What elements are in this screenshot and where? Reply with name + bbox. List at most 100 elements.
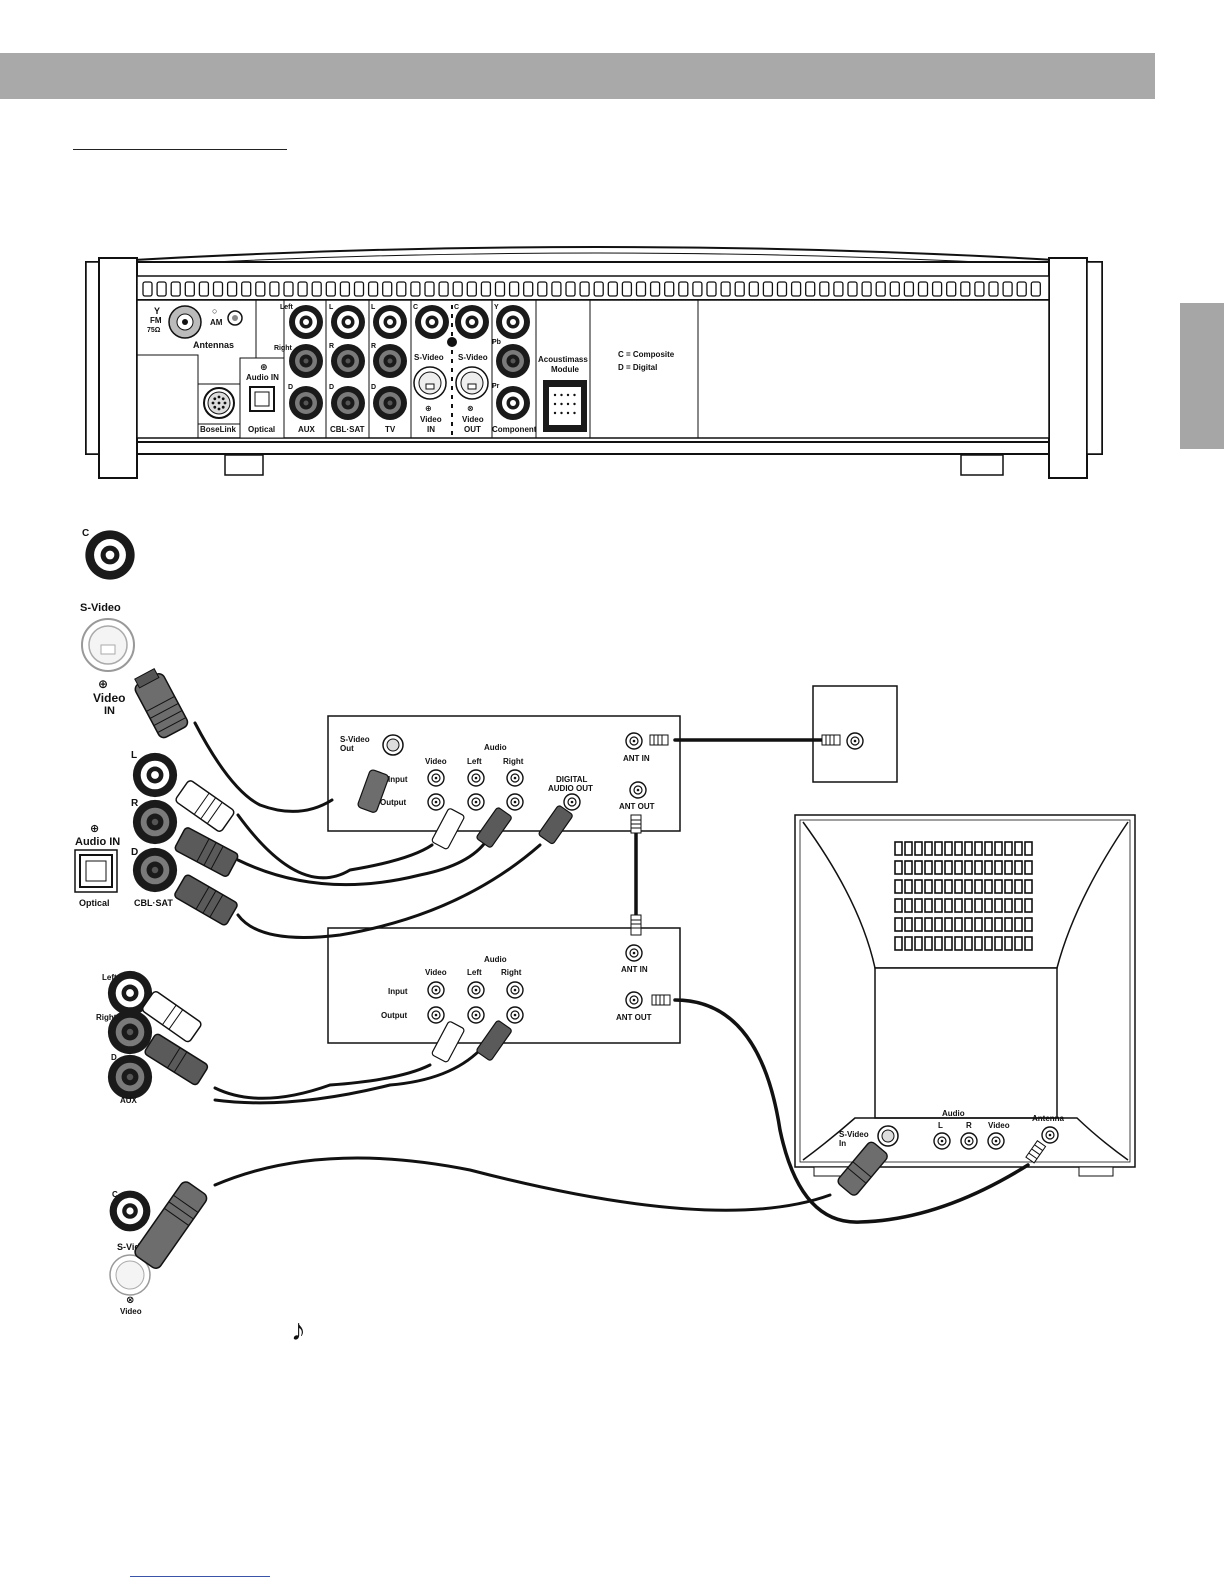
svg-text:Video: Video xyxy=(462,415,484,424)
closeup-r-jack[interactable] xyxy=(132,799,178,845)
svg-text:R: R xyxy=(371,343,376,350)
svg-text:Optical: Optical xyxy=(248,425,275,434)
tv-antenna-jack[interactable] xyxy=(1041,1126,1059,1144)
fm-antenna-jack[interactable] xyxy=(168,305,202,339)
svg-text:DIGITAL: DIGITAL xyxy=(556,775,588,784)
music-note-icon: ♪ xyxy=(291,1314,306,1347)
svg-text:CBL·SAT: CBL·SAT xyxy=(134,898,173,908)
closeup-aux-d-jack[interactable] xyxy=(107,1054,153,1100)
tv-audio-video-jacks[interactable] xyxy=(933,1132,1005,1150)
svg-text:Y: Y xyxy=(494,304,499,311)
closeup-s-video-jack[interactable] xyxy=(81,618,135,672)
svg-text:⊕: ⊕ xyxy=(260,362,268,372)
antenna-section: Y FM 75Ω ○ AM Antennas xyxy=(137,300,257,438)
box1-s-video-out-jack[interactable] xyxy=(382,734,404,756)
footer-link-underline xyxy=(130,1576,270,1577)
section-header-bar xyxy=(0,53,1155,99)
svg-text:Component: Component xyxy=(492,425,537,434)
svg-text:D: D xyxy=(371,384,376,391)
svg-text:Input: Input xyxy=(388,775,408,784)
svg-text:C = Composite: C = Composite xyxy=(618,350,675,359)
svg-text:Audio: Audio xyxy=(484,743,507,752)
box2-input-jacks[interactable] xyxy=(427,981,524,999)
svg-text:Output: Output xyxy=(380,798,407,807)
box2-ant-in-jack[interactable] xyxy=(625,944,643,962)
svg-text:AUX: AUX xyxy=(298,425,316,434)
video-out-jacks[interactable]: C S-Video ⊗ Video OUT xyxy=(454,304,489,434)
svg-text:AM: AM xyxy=(210,318,223,327)
box1-input-jacks[interactable] xyxy=(427,769,524,787)
box1-ant-in-jack[interactable] xyxy=(625,732,643,750)
svg-text:D: D xyxy=(131,847,138,858)
heading-underline xyxy=(73,149,287,150)
tv-jacks[interactable]: L R D TV xyxy=(368,300,407,438)
svg-text:CBL·SAT: CBL·SAT xyxy=(330,425,365,434)
svg-text:Acoustimass: Acoustimass xyxy=(538,355,588,364)
closeup-video-out-composite-jack[interactable] xyxy=(109,1190,151,1232)
svg-text:○: ○ xyxy=(212,306,217,316)
svg-text:AUX: AUX xyxy=(120,1096,138,1105)
svg-text:ANT OUT: ANT OUT xyxy=(619,802,655,811)
box1-ant-out-jack[interactable] xyxy=(629,781,647,799)
optical-input[interactable]: ⊕ Audio IN Optical xyxy=(239,357,285,439)
svg-text:Output: Output xyxy=(381,1011,408,1020)
svg-text:75Ω: 75Ω xyxy=(147,327,161,334)
svg-text:Left: Left xyxy=(467,757,482,766)
am-antenna-jack[interactable] xyxy=(227,310,243,326)
box1-output-jacks[interactable] xyxy=(427,793,524,811)
closeup-l-jack[interactable] xyxy=(132,752,178,798)
closeup-optical-jack[interactable] xyxy=(74,849,118,893)
svg-text:C: C xyxy=(413,304,418,311)
svg-text:Pb: Pb xyxy=(492,339,501,346)
svg-text:S-Video: S-Video xyxy=(458,353,488,362)
svg-text:In: In xyxy=(839,1139,846,1148)
cbl-sat-jacks[interactable]: L R D CBL·SAT xyxy=(325,300,365,438)
box1-digital-audio-out-jack[interactable] xyxy=(563,793,581,811)
svg-text:S-Vid: S-Vid xyxy=(117,1242,140,1252)
svg-text:⊕: ⊕ xyxy=(425,404,432,413)
component-jacks[interactable]: Y Pb Pr Component xyxy=(491,300,537,438)
svg-text:TV: TV xyxy=(385,425,396,434)
svg-text:R: R xyxy=(329,343,334,350)
wall-antenna-outlet xyxy=(812,685,898,783)
closeup-video-out-s-video-jack[interactable] xyxy=(109,1254,151,1296)
closeup-connectors: C S-Video ⊕ Video IN L R D CBL·SAT ⊕ Aud… xyxy=(74,528,178,1316)
svg-text:Audio: Audio xyxy=(942,1109,965,1118)
svg-text:Left: Left xyxy=(280,304,294,311)
svg-text:C: C xyxy=(112,1190,118,1199)
closeup-composite-jack[interactable] xyxy=(85,530,135,580)
svg-text:Right: Right xyxy=(96,1013,117,1022)
svg-text:Out: Out xyxy=(340,744,354,753)
closeup-aux-right-jack[interactable] xyxy=(107,1009,153,1055)
svg-text:Y: Y xyxy=(154,306,160,316)
tv-s-video-in-jack[interactable] xyxy=(877,1125,899,1147)
aux-jacks[interactable]: Left Right D AUX xyxy=(274,300,323,438)
svg-text:⊗: ⊗ xyxy=(467,404,474,413)
acoustimass-module-connector[interactable]: Acoustimass Module xyxy=(535,300,591,438)
cable-plugs xyxy=(134,668,1047,1269)
svg-text:S-Video: S-Video xyxy=(80,602,121,614)
television-rear: S-Video In Audio L R Video Antenna xyxy=(794,814,1136,1177)
svg-text:ANT OUT: ANT OUT xyxy=(616,1013,652,1022)
svg-text:Optical: Optical xyxy=(79,898,110,908)
svg-text:Audio IN: Audio IN xyxy=(246,373,279,382)
closeup-d-jack[interactable] xyxy=(132,847,178,893)
svg-text:ANT IN: ANT IN xyxy=(621,965,648,974)
console-rear-panel: Y FM 75Ω ○ AM Antennas BoseLink xyxy=(85,246,1103,479)
svg-text:Left: Left xyxy=(467,968,482,977)
svg-text:FM: FM xyxy=(150,316,162,325)
svg-text:Video: Video xyxy=(425,757,447,766)
svg-text:Video: Video xyxy=(420,415,442,424)
svg-text:Right: Right xyxy=(503,757,524,766)
box2-output-jacks[interactable] xyxy=(427,1006,524,1024)
box2-ant-out-jack[interactable] xyxy=(625,991,643,1009)
wall-coax-jack[interactable] xyxy=(846,732,864,750)
svg-text:L: L xyxy=(938,1121,943,1130)
svg-text:Pr: Pr xyxy=(492,383,500,390)
boselink-connector[interactable]: BoseLink xyxy=(197,383,241,434)
cables xyxy=(193,721,1030,1224)
svg-text:Input: Input xyxy=(388,987,408,996)
video-in-jacks[interactable]: C S-Video ⊕ Video IN xyxy=(410,300,457,438)
svg-text:⊕: ⊕ xyxy=(98,677,108,691)
svg-text:D = Digital: D = Digital xyxy=(618,363,657,372)
